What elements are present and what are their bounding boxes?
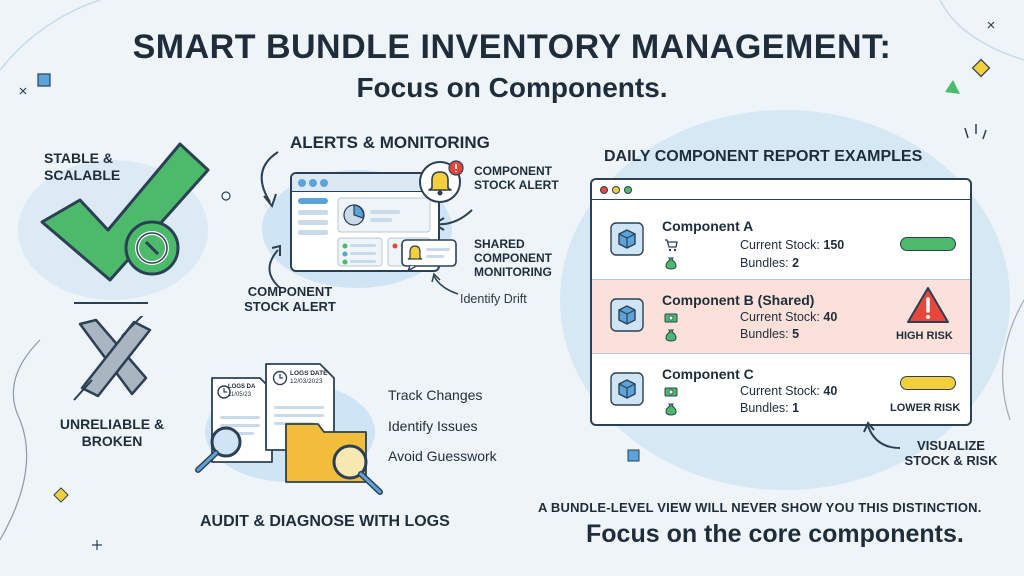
stock-line: Current Stock: 40 xyxy=(740,310,838,324)
log-documents xyxy=(190,358,390,498)
visualize-arrow xyxy=(860,418,910,458)
identify-drift-note: Identify Drift xyxy=(460,292,527,306)
warning-icon xyxy=(907,287,949,323)
log-doc1-date: 11/05/23 xyxy=(228,392,251,398)
alerts-heading: ALERTS & MONITORING xyxy=(290,133,490,152)
money-bag-icon xyxy=(665,257,677,270)
report-heading: DAILY COMPONENT REPORT EXAMPLES xyxy=(604,148,923,165)
stock-line: Current Stock: 150 xyxy=(740,238,845,252)
table-row: Component C Current Stock: 40 Bundles: 1… xyxy=(592,354,970,424)
log-doc1-title: LOGS DA xyxy=(228,384,256,390)
callout-stock-alert-left: COMPONENT STOCK ALERT xyxy=(244,284,336,314)
table-row: Component B (Shared) Current Stock: 40 B… xyxy=(592,280,970,354)
component-name: Component B (Shared) xyxy=(662,292,815,308)
risk-label-lower: LOWER RISK xyxy=(890,402,961,414)
visualize-label: VISUALIZE STOCK & RISK xyxy=(904,438,998,468)
page-subtitle: Focus on Components. xyxy=(356,72,668,103)
callout-stock-alert-top: COMPONENT STOCK ALERT xyxy=(474,164,559,192)
callout-shared-monitoring: SHARED COMPONENT MONITORING xyxy=(474,237,552,279)
report-window: Component A Current Stock: 150 Bundles: … xyxy=(590,178,972,426)
logs-heading: AUDIT & DIAGNOSE WITH LOGS xyxy=(200,513,450,530)
page-title: SMART BUNDLE INVENTORY MANAGEMENT: xyxy=(132,28,892,66)
box-icon xyxy=(610,298,644,332)
bundles-line: Bundles: 1 xyxy=(740,401,800,415)
stock-line: Current Stock: 40 xyxy=(740,384,838,398)
bundles-line: Bundles: 5 xyxy=(740,327,800,341)
risk-label-high: HIGH RISK xyxy=(896,330,953,342)
divider xyxy=(74,302,148,304)
status-bar-yellow xyxy=(900,376,956,390)
broken-label: UNRELIABLE & BROKEN xyxy=(59,416,165,449)
cash-icon xyxy=(664,387,678,397)
log-item-identify-issues: Identify Issues xyxy=(388,418,478,434)
cart-icon xyxy=(665,239,678,252)
alerts-arrows xyxy=(240,140,540,310)
money-bag-icon xyxy=(665,329,677,342)
cash-icon xyxy=(664,313,678,323)
component-name: Component C xyxy=(662,366,754,382)
money-bag-icon xyxy=(665,403,677,416)
footer-big-text: Focus on the core components. xyxy=(586,520,964,548)
checkmark-icon xyxy=(30,130,220,300)
shared-alert-card-icon xyxy=(400,238,458,273)
log-item-track-changes: Track Changes xyxy=(388,387,483,403)
log-doc2-date: 12/03/2023 xyxy=(290,378,323,385)
log-doc2-title: LOGS DATE xyxy=(290,370,328,377)
table-row: Component A Current Stock: 150 Bundles: … xyxy=(592,200,970,280)
bell-icon xyxy=(416,156,468,208)
component-name: Component A xyxy=(662,218,754,234)
stable-label: STABLE & SCALABLE xyxy=(44,150,121,183)
log-item-avoid-guesswork: Avoid Guesswork xyxy=(388,448,497,464)
status-bar-green xyxy=(900,237,956,251)
broken-x-icon xyxy=(62,313,162,406)
box-icon xyxy=(610,372,644,406)
footer-caps-text: A BUNDLE-LEVEL VIEW WILL NEVER SHOW YOU … xyxy=(538,500,982,515)
box-icon xyxy=(610,222,644,256)
bundles-line: Bundles: 2 xyxy=(740,256,800,270)
